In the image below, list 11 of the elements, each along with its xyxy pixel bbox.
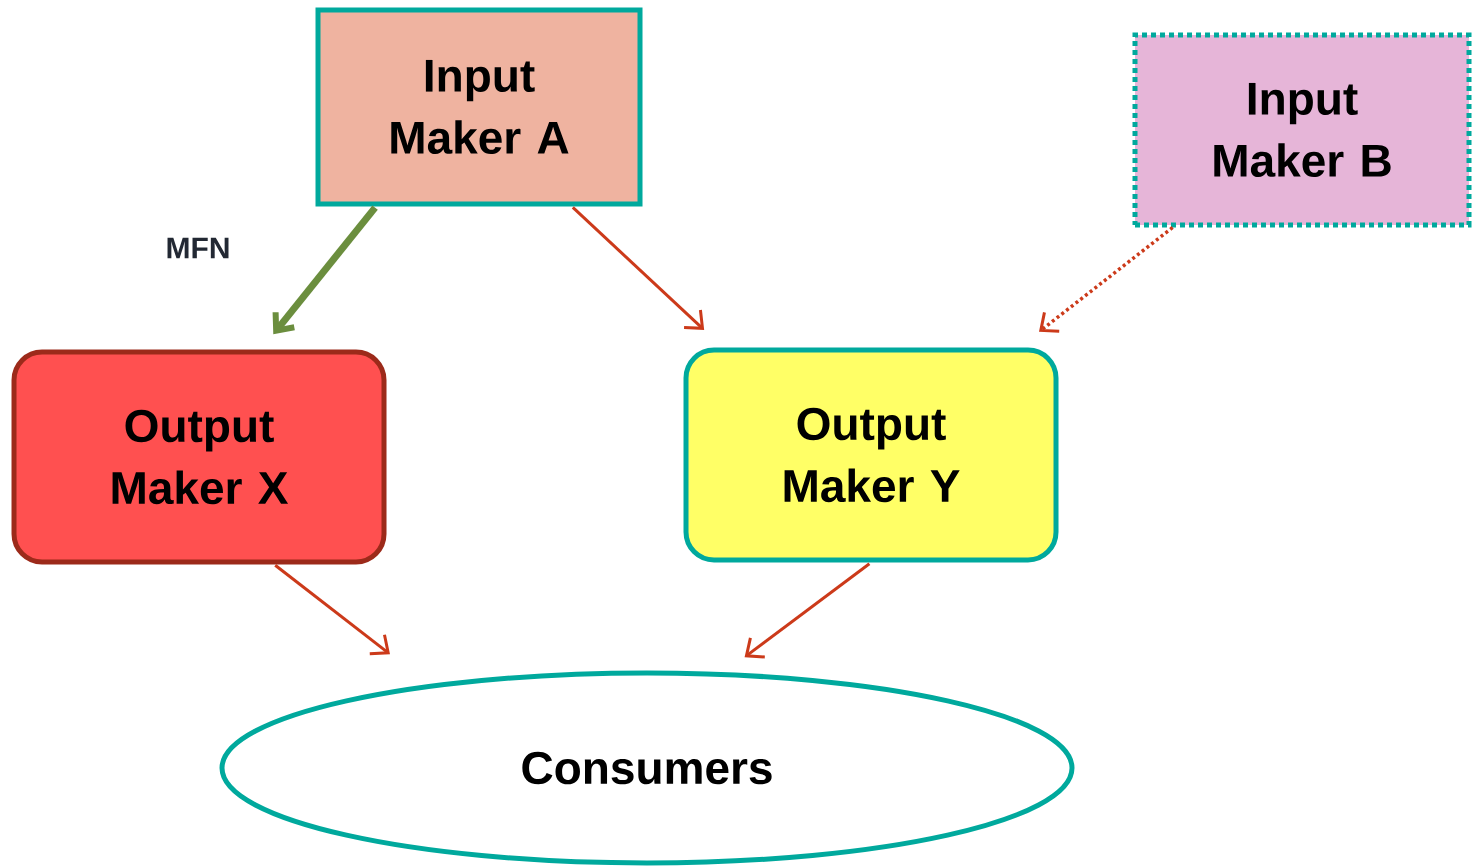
process-box: Input Maker B <box>1132 32 1472 228</box>
arrow <box>274 564 390 656</box>
arrow <box>1039 226 1174 333</box>
arrow <box>744 562 871 659</box>
rounded-box: Output Maker X <box>11 349 387 565</box>
arrow <box>272 205 378 335</box>
rounded-box: Output Maker Y <box>683 347 1059 563</box>
ellipse-node: Consumers <box>219 670 1075 866</box>
process-box: Input Maker A <box>315 7 643 207</box>
arrow <box>571 206 705 330</box>
edge-label: MFN <box>163 235 233 261</box>
